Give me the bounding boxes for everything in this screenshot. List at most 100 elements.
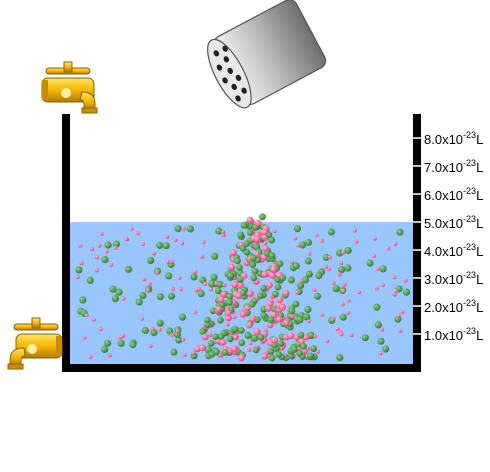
chloride-ion xyxy=(170,348,178,356)
sodium-ion xyxy=(177,275,182,280)
crystal-chloride xyxy=(207,340,215,347)
sodium-ion xyxy=(272,229,277,234)
crystal-sodium xyxy=(244,304,251,312)
sodium-ion xyxy=(372,253,377,258)
sodium-ion xyxy=(296,243,301,248)
sodium-ion xyxy=(221,230,226,235)
chloride-ion xyxy=(104,241,112,249)
crystal-chloride xyxy=(240,222,248,229)
chloride-ion xyxy=(167,292,175,300)
tick-exponent: -23 xyxy=(463,214,477,224)
chloride-ion xyxy=(156,241,164,249)
sodium-ion xyxy=(357,290,362,295)
crystal-chloride xyxy=(257,334,265,341)
sodium-ion xyxy=(290,260,295,265)
sodium-ion xyxy=(91,317,96,322)
crystal-chloride xyxy=(297,331,305,339)
crystal-chloride xyxy=(250,254,257,262)
sodium-ion xyxy=(104,249,109,254)
crystal-chloride xyxy=(231,325,239,333)
tick-mantissa: 2.0x10 xyxy=(424,300,464,315)
crystal-chloride xyxy=(226,335,234,343)
sodium-ion xyxy=(248,341,253,346)
crystal-chloride xyxy=(238,339,246,347)
crystal-chloride xyxy=(267,347,275,355)
sodium-ion xyxy=(129,226,134,231)
sodium-ion xyxy=(88,354,93,359)
tick-label: 5.0x10-23L xyxy=(424,214,484,231)
crystal-chloride xyxy=(296,316,304,324)
sodium-ion xyxy=(145,288,150,293)
crystal-sodium xyxy=(235,292,243,300)
crystal-chloride xyxy=(277,340,285,347)
sodium-ion xyxy=(313,334,318,339)
sodium-ion xyxy=(214,281,219,286)
sodium-ion xyxy=(180,241,184,246)
chloride-ion xyxy=(165,272,173,280)
sodium-ion xyxy=(378,351,383,356)
chloride-ion xyxy=(162,242,170,250)
sodium-ion xyxy=(379,327,384,332)
tick-exponent: -23 xyxy=(463,242,477,252)
chloride-ion xyxy=(109,285,117,293)
chloride-ion xyxy=(304,238,313,246)
crystal-chloride xyxy=(237,231,245,239)
crystal-chloride xyxy=(234,257,241,265)
sodium-ion xyxy=(181,337,186,342)
chloride-ion xyxy=(150,329,158,337)
crystal-chloride xyxy=(199,328,207,335)
crystal-chloride xyxy=(221,348,229,356)
sodium-ion xyxy=(171,286,175,291)
chloride-ion xyxy=(156,319,164,327)
chloride-ion xyxy=(101,345,109,353)
sodium-ion xyxy=(165,234,170,239)
input-faucet-icon[interactable] xyxy=(41,61,98,114)
crystal-chloride xyxy=(300,342,307,350)
chloride-ion xyxy=(75,266,83,274)
crystal-chloride xyxy=(209,307,217,315)
tick-mantissa: 7.0x10 xyxy=(424,160,464,175)
sodium-ion xyxy=(393,242,398,247)
crystal-chloride xyxy=(268,252,276,259)
crystal-chloride xyxy=(249,261,257,268)
crystal-chloride xyxy=(296,349,303,357)
crystal-chloride xyxy=(213,348,221,356)
chloride-ion xyxy=(141,326,149,334)
sodium-ion xyxy=(339,332,344,337)
sodium-ion xyxy=(84,313,89,318)
tick-label: 1.0x10-23L xyxy=(424,327,483,343)
chloride-ion xyxy=(301,276,309,284)
chloride-ion xyxy=(210,273,218,281)
sodium-ion xyxy=(331,316,336,321)
chloride-ion xyxy=(339,313,347,321)
chloride-ion xyxy=(303,313,311,321)
crystal-sodium xyxy=(270,311,278,319)
sodium-ion xyxy=(222,283,227,288)
drain-faucet-icon[interactable] xyxy=(7,317,63,370)
sodium-ion xyxy=(372,236,377,241)
sodium-ion xyxy=(193,310,198,315)
chloride-ion xyxy=(336,354,344,362)
crystal-sodium xyxy=(239,310,247,318)
sodium-ion xyxy=(381,283,385,288)
crystal-chloride xyxy=(239,245,247,252)
tick-unit: L xyxy=(476,188,484,203)
sodium-ion xyxy=(82,335,87,340)
sodium-ion xyxy=(151,251,156,256)
crystal-chloride xyxy=(212,333,220,340)
chloride-ion xyxy=(129,341,137,349)
chloride-ion xyxy=(86,276,94,284)
chloride-ion xyxy=(139,291,147,300)
sodium-ion xyxy=(316,349,321,354)
crystal-chloride xyxy=(288,307,296,315)
crystal-sodium xyxy=(279,303,286,311)
salt-shaker-icon[interactable] xyxy=(199,0,328,114)
tick-unit: L xyxy=(476,216,484,231)
chloride-ion xyxy=(199,276,207,284)
sodium-ion xyxy=(191,351,196,355)
sodium-ion xyxy=(328,255,332,260)
sodium-ion xyxy=(314,233,319,238)
crystal-chloride xyxy=(259,213,266,221)
crystal-sodium xyxy=(217,296,225,304)
sodium-ion xyxy=(97,243,102,248)
